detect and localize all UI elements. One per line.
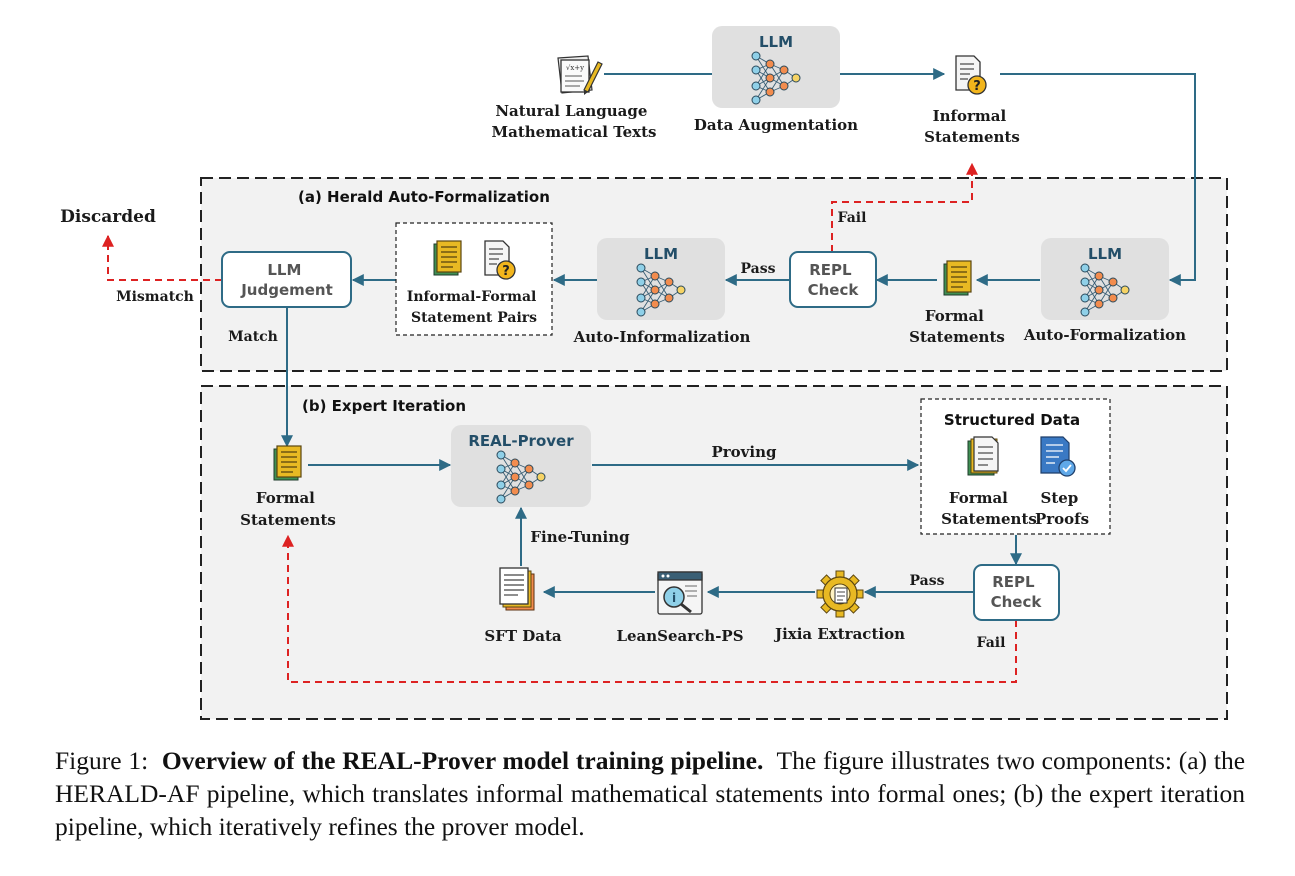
formal-statement-icon (943, 260, 972, 296)
step-proofs-doc-icon (1040, 436, 1076, 477)
auto-informalization-label: Auto-Informalization (573, 328, 751, 346)
structured-data-label: Structured Data (944, 411, 1080, 429)
caption-body: The figure illustrates two components: (… (55, 746, 1246, 841)
structured-data-box (920, 398, 1111, 535)
llm-judgement-node (221, 251, 352, 308)
section-b-title: (b) Expert Iteration (302, 397, 466, 415)
llm-label: LLM (644, 245, 678, 263)
llm-label: LLM (1088, 245, 1122, 263)
search-icon: i (657, 571, 703, 615)
arrow-mismatch-to-discarded (102, 234, 222, 281)
svg-text:i: i (672, 591, 676, 605)
pass-label: Pass (910, 573, 945, 589)
real-prover-label: REAL-Prover (468, 432, 574, 450)
arrow-informal-to-autoformalization (1000, 73, 1196, 286)
repl-check-label: REPL Check (991, 573, 1043, 611)
formal-statements-label-b: Formal Statements (240, 489, 336, 529)
sd-formal-statements-label: Formal Statements (941, 489, 1037, 528)
figure-caption: Figure 1: Overview of the REAL-Prover mo… (55, 744, 1245, 843)
llm-label: LLM (759, 33, 793, 51)
match-label: Match (228, 329, 278, 345)
leansearch-label: LeanSearch-PS (616, 627, 743, 645)
discarded-label: Discarded (60, 207, 156, 227)
formal-statements-doc-icon (967, 436, 999, 476)
llm-judgement-label: LLM Judgement (240, 261, 333, 299)
proving-label: Proving (712, 443, 778, 461)
mismatch-label: Mismatch (116, 289, 194, 305)
informal-statements-label: Informal Statements (924, 107, 1020, 146)
formal-doc-icon (433, 240, 462, 276)
arrow-fail-to-formal-statements (282, 534, 1017, 683)
caption-title: Overview of the REAL-Prover model traini… (161, 746, 764, 775)
fail-label: Fail (838, 210, 867, 226)
arrow-repl-fail-to-informal (831, 162, 978, 252)
jixia-extraction-label: Jixia Extraction (773, 625, 905, 643)
step-proofs-label: Step Proofs (1035, 489, 1089, 528)
repl-check-node-b (973, 564, 1060, 621)
math-texts-icon: √x+y (557, 55, 603, 95)
caption-prefix: Figure 1: (55, 746, 149, 775)
informal-statement-icon (955, 55, 987, 95)
fail-label: Fail (977, 635, 1006, 651)
fine-tuning-label: Fine-Tuning (530, 528, 630, 546)
section-a-title: (a) Herald Auto-Formalization (298, 188, 550, 206)
auto-formalization-label: Auto-Formalization (1023, 326, 1186, 344)
repl-check-label: REPL Check (808, 261, 860, 299)
formal-statement-icon (273, 445, 302, 481)
pipeline-diagram: ? √x+y Natural Language (60, 26, 1228, 720)
repl-check-node-a (789, 251, 877, 308)
data-augmentation-label: Data Augmentation (694, 116, 858, 134)
statement-pairs-label: Informal-Formal Statement Pairs (407, 289, 541, 326)
pass-label: Pass (741, 261, 776, 277)
gear-icon (816, 570, 864, 618)
sft-data-label: SFT Data (484, 627, 562, 645)
svg-text:√x+y: √x+y (566, 64, 584, 72)
formal-statements-label-a: Formal Statements (909, 307, 1005, 346)
statement-pairs-box (395, 222, 553, 336)
sft-data-icon (499, 567, 535, 611)
nl-texts-label: Natural Language Mathematical Texts (492, 102, 657, 141)
